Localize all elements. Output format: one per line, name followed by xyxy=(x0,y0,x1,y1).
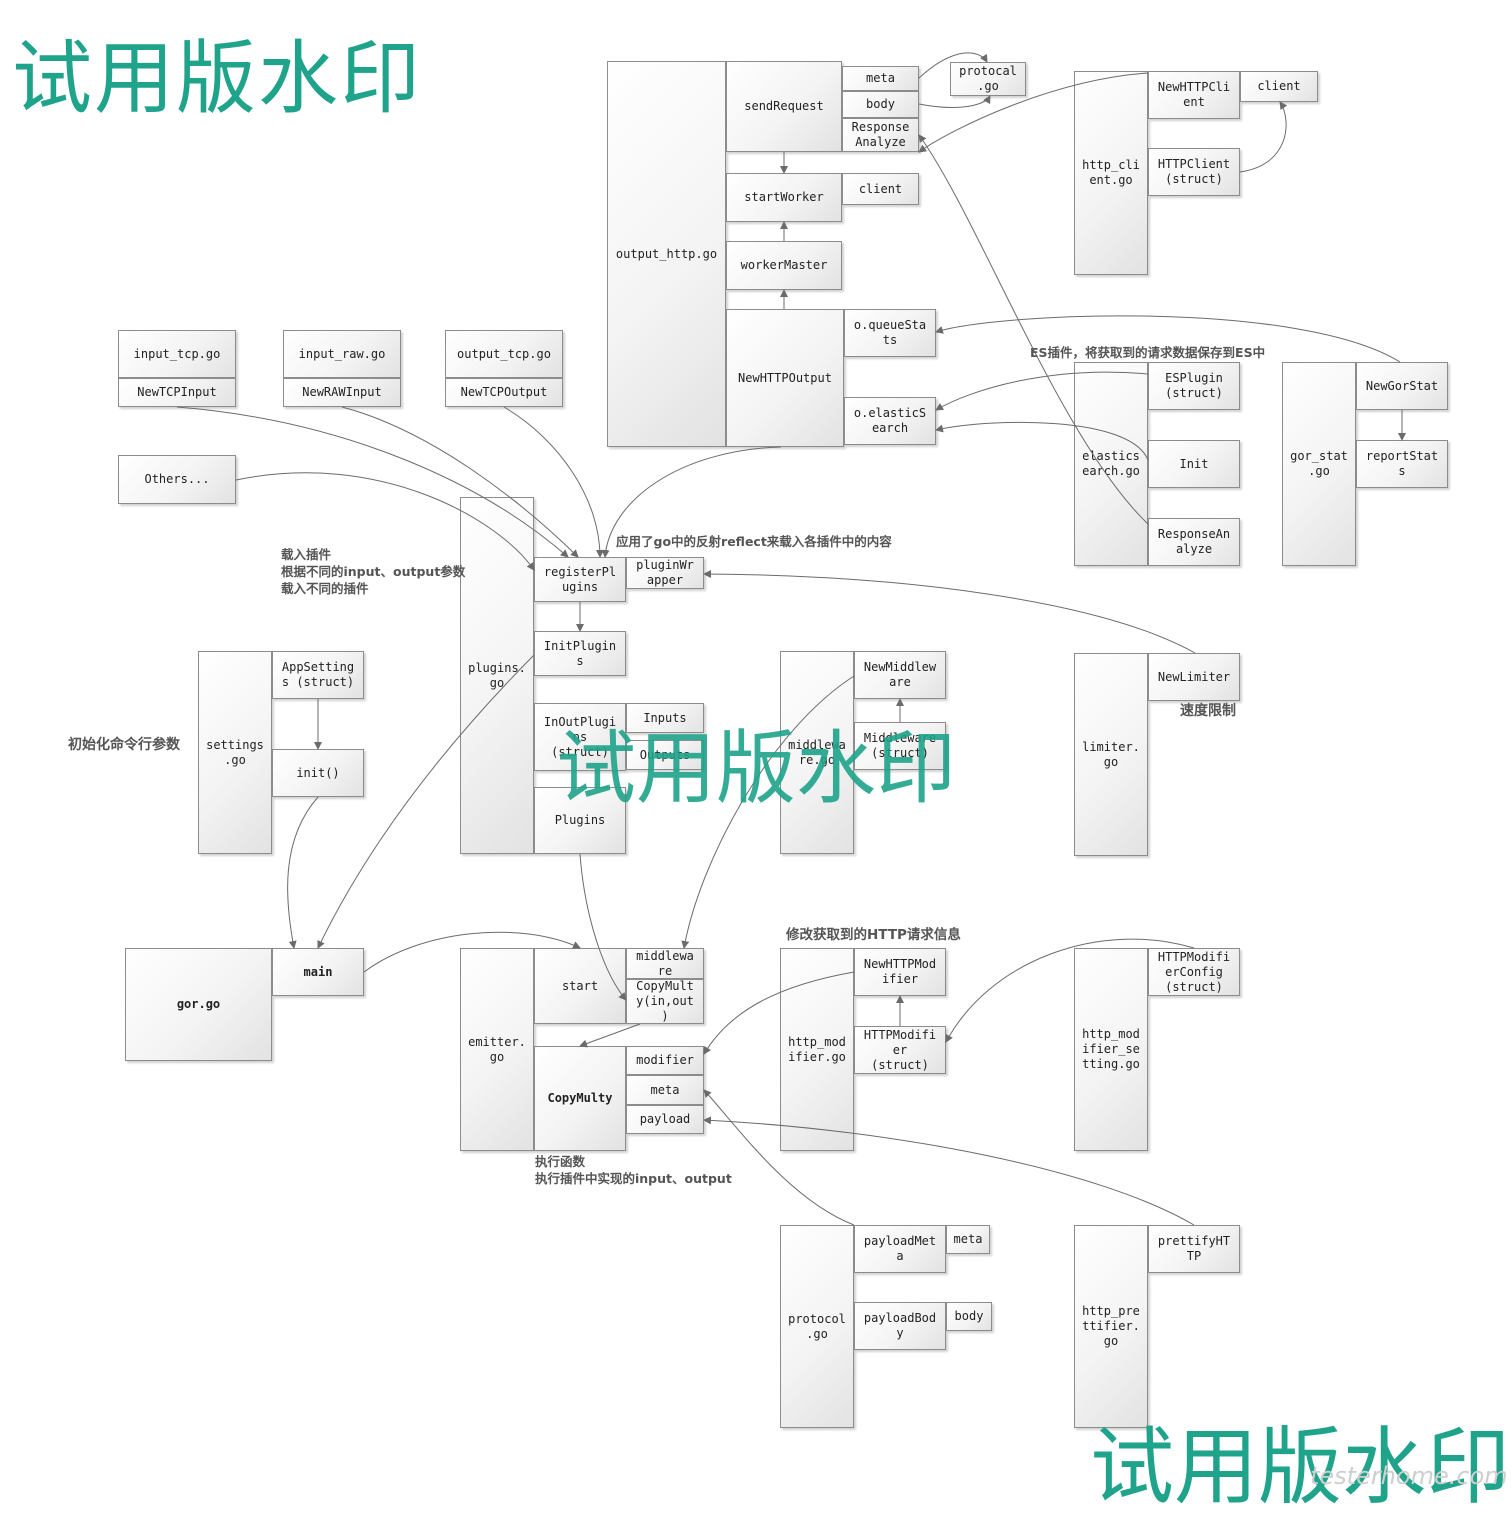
settings-file: settings .go xyxy=(198,651,272,854)
new-gor-stat-box: NewGorStat xyxy=(1356,362,1448,410)
emitter-modifier-box: modifier xyxy=(626,1046,704,1075)
arrow-init-to-main xyxy=(287,796,319,949)
copy-multy-call-box: CopyMult y(in,out ) xyxy=(626,979,704,1024)
plugins-file: plugins. go xyxy=(460,497,534,854)
new-raw-input-box: NewRAWInput xyxy=(283,378,401,407)
plugin-wrapper-box: pluginWr apper xyxy=(626,557,704,589)
elasticsearch-file: elastics earch.go xyxy=(1074,362,1148,566)
arrow-newhttpoutput-to-register xyxy=(601,446,782,558)
elastic-search-field-box: o.elasticS earch xyxy=(844,397,936,445)
send-request-box: sendRequest xyxy=(726,61,842,152)
arrow-plugins-to-main xyxy=(317,654,535,949)
emitter-middleware-box: middlewa re xyxy=(626,948,704,979)
output-http-response-analyze-box: Response Analyze xyxy=(842,118,919,152)
arrow-esinit-to-elasticsearch xyxy=(935,421,1149,461)
outputs-box: Outputs xyxy=(626,740,704,770)
gor-file: gor.go xyxy=(125,948,272,1061)
input-tcp-file: input_tcp.go xyxy=(118,330,236,378)
protocal-ref-box: protocal .go xyxy=(950,62,1026,96)
protocol-meta-box: meta xyxy=(946,1225,990,1254)
arrow-newmiddleware-to-emitter-middleware xyxy=(681,675,855,949)
output-http-file: output_http.go xyxy=(607,61,726,447)
arrow-prettify-to-payload xyxy=(703,1116,1195,1226)
protocol-body-box: body xyxy=(946,1302,992,1331)
start-worker-box: startWorker xyxy=(726,173,842,222)
note-modify-http: 修改获取到的HTTP请求信息 xyxy=(786,927,961,943)
arrow-config-to-modifierstruct xyxy=(945,938,1195,1043)
protocol-file: protocol .go xyxy=(780,1225,854,1428)
new-middleware-box: NewMiddlew are xyxy=(854,651,946,699)
arrow-main-to-start xyxy=(363,931,581,973)
arrow-tcpoutput-to-register xyxy=(503,406,604,558)
arrow-body-to-protocal xyxy=(918,95,991,108)
gor-stat-file: gor_stat .go xyxy=(1282,362,1356,566)
arrow-tcpinput-to-register xyxy=(176,406,569,558)
http-modifier-config-box: HTTPModifi erConfig (struct) xyxy=(1148,948,1240,996)
arrow-httpclient-to-client xyxy=(1239,101,1288,173)
arrow-others-to-register xyxy=(235,472,535,571)
http-modifier-file: http_mod ifier.go xyxy=(780,948,854,1151)
http-client-file: http_cli ent.go xyxy=(1074,71,1148,275)
arrow-newhttpmodifier-to-modifier xyxy=(703,971,855,1055)
new-tcp-input-box: NewTCPInput xyxy=(118,378,236,407)
new-http-modifier-box: NewHTTPMod ifier xyxy=(854,948,946,996)
emitter-meta-box: meta xyxy=(626,1075,704,1105)
others-box: Others... xyxy=(118,455,236,504)
es-init-box: Init xyxy=(1148,440,1240,488)
output-http-meta-box: meta xyxy=(842,66,919,91)
new-http-output-box: NewHTTPOutput xyxy=(726,309,844,447)
middleware-struct-box: Middleware (struct) xyxy=(854,722,946,770)
settings-init-box: init() xyxy=(272,749,364,797)
arrow-esplugin-to-elasticsearch xyxy=(935,371,1149,411)
note-reflect: 应用了go中的反射reflect来载入各插件中的内容 xyxy=(616,534,892,549)
copy-multy-box: CopyMulty xyxy=(534,1046,626,1151)
note-exec: 执行函数 执行插件中实现的input、output xyxy=(535,1154,732,1186)
start-box: start xyxy=(534,948,626,1024)
http-modifier-setting-file: http_mod ifier_se tting.go xyxy=(1074,948,1148,1151)
http-modifier-struct-box: HTTPModifi er (struct) xyxy=(854,1026,946,1074)
new-limiter-box: NewLimiter xyxy=(1148,653,1240,701)
inputs-box: Inputs xyxy=(626,703,704,733)
start-worker-client-box: client xyxy=(842,173,919,205)
new-tcp-output-box: NewTCPOutput xyxy=(445,378,563,407)
limiter-file: limiter. go xyxy=(1074,653,1148,856)
http-client-client-box: client xyxy=(1240,71,1318,102)
output-tcp-file: output_tcp.go xyxy=(445,330,563,378)
arrow-payloadmeta-to-emitter-meta xyxy=(703,1089,855,1226)
payload-meta-box: payloadMet a xyxy=(854,1225,946,1273)
note-init-args: 初始化命令行参数 xyxy=(68,737,180,753)
http-prettifier-file: http_pre ttifier. go xyxy=(1074,1225,1148,1428)
prettify-http-box: prettifyHT TP xyxy=(1148,1225,1240,1273)
note-load-plugins: 载入插件 根据不同的input、output参数 载入不同的插件 xyxy=(281,547,466,596)
arrow-limiter-to-pluginwrapper xyxy=(703,570,1196,654)
worker-master-box: workerMaster xyxy=(726,241,842,290)
plugins-var-box: Plugins xyxy=(534,787,626,854)
emitter-file: emitter. go xyxy=(460,948,534,1151)
queue-stats-box: o.queueSta ts xyxy=(844,309,936,357)
note-es-plugin: ES插件，将获取到的请求数据保存到ES中 xyxy=(1030,345,1266,360)
input-raw-file: input_raw.go xyxy=(283,330,401,378)
es-response-analyze-box: ResponseAn alyze xyxy=(1148,518,1240,566)
payload-body-box: payloadBod y xyxy=(854,1302,946,1350)
arrow-newhttpclient-to-startworker-client xyxy=(918,72,1149,153)
emitter-payload-box: payload xyxy=(626,1105,704,1134)
arrow-esresponse-to-response-analyze xyxy=(918,134,1149,525)
new-http-client-box: NewHTTPCli ent xyxy=(1148,71,1240,119)
register-plugins-box: registerPl ugins xyxy=(534,557,626,602)
http-client-struct-box: HTTPClient (struct) xyxy=(1148,148,1240,196)
arrow-meta-to-protocal xyxy=(918,52,988,79)
init-plugins-box: InitPlugin s xyxy=(534,631,626,676)
app-settings-box: AppSetting s (struct) xyxy=(272,651,364,699)
arrow-copymulty-call-to-copymulty xyxy=(579,1023,641,1048)
arrow-gorstat-to-queuestats xyxy=(935,315,1401,363)
output-http-body-box: body xyxy=(842,91,919,118)
source-watermark: testerhome.com xyxy=(1310,1462,1508,1490)
arrow-pluginsvar-to-copymulty-call xyxy=(579,853,627,1001)
es-plugin-box: ESPlugin (struct) xyxy=(1148,362,1240,410)
in-out-plugins-box: InOutPlugi ns (struct) xyxy=(534,703,626,771)
note-speed-limit: 速度限制 xyxy=(1180,703,1236,719)
arrow-rawinput-to-register xyxy=(341,406,579,558)
